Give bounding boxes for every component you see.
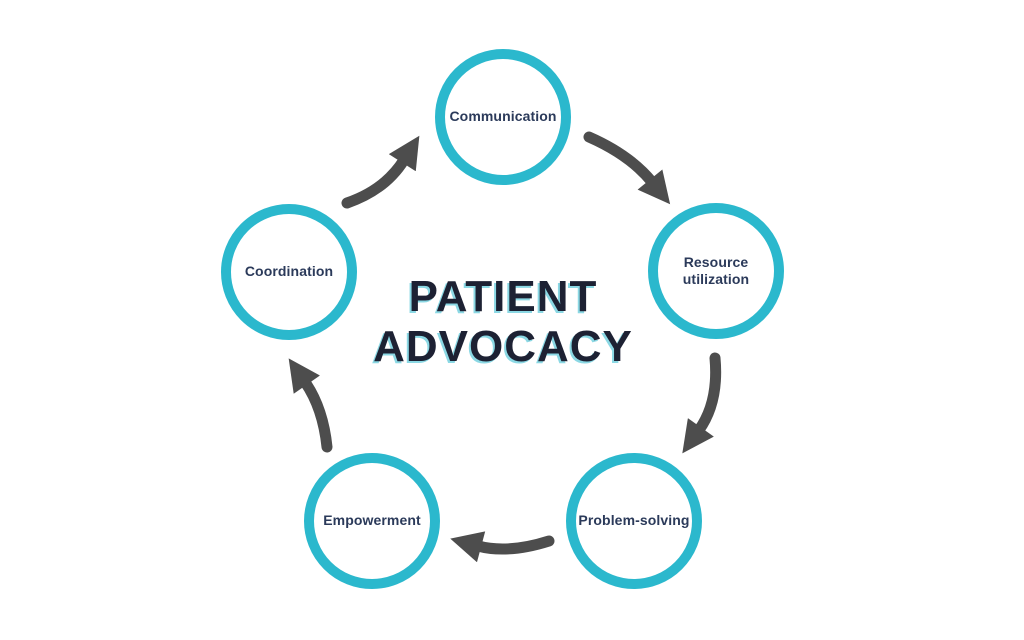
diagram-title-line2: ADVOCACY xyxy=(373,322,633,371)
node-communication: Communication xyxy=(435,49,571,185)
arrow-resource-utilization-to-problem-solving xyxy=(682,352,722,454)
arrow-empowerment-to-coordination xyxy=(288,358,333,453)
diagram-title-line1: PATIENT xyxy=(408,272,598,321)
node-empowerment: Empowerment xyxy=(304,453,440,589)
node-coordination: Coordination xyxy=(221,204,357,340)
arrow-communication-to-resource-utilization xyxy=(583,131,671,205)
node-communication-label: Communication xyxy=(449,108,557,125)
node-resource-utilization-label: Resource utilization xyxy=(682,253,750,288)
node-empowerment-label: Empowerment xyxy=(323,512,421,529)
node-resource-utilization: Resource utilization xyxy=(648,203,784,339)
node-problem-solving-label: Problem-solving xyxy=(578,512,690,529)
node-coordination-label: Coordination xyxy=(244,263,334,280)
diagram-title: PATIENT ADVOCACY xyxy=(373,272,633,372)
node-problem-solving: Problem-solving xyxy=(566,453,702,589)
arrow-problem-solving-to-empowerment xyxy=(450,531,555,563)
arrow-coordination-to-communication xyxy=(341,135,420,209)
